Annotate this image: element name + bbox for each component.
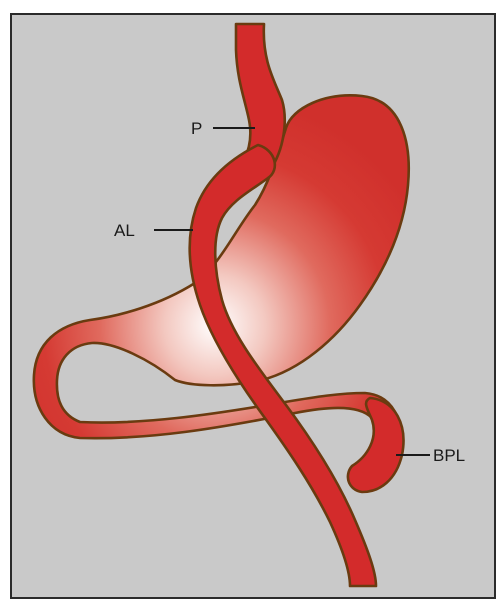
pouch-label: P (191, 119, 202, 138)
biliopancreatic-limb-label: BPL (433, 446, 465, 465)
alimentary-limb-label: AL (114, 221, 135, 240)
